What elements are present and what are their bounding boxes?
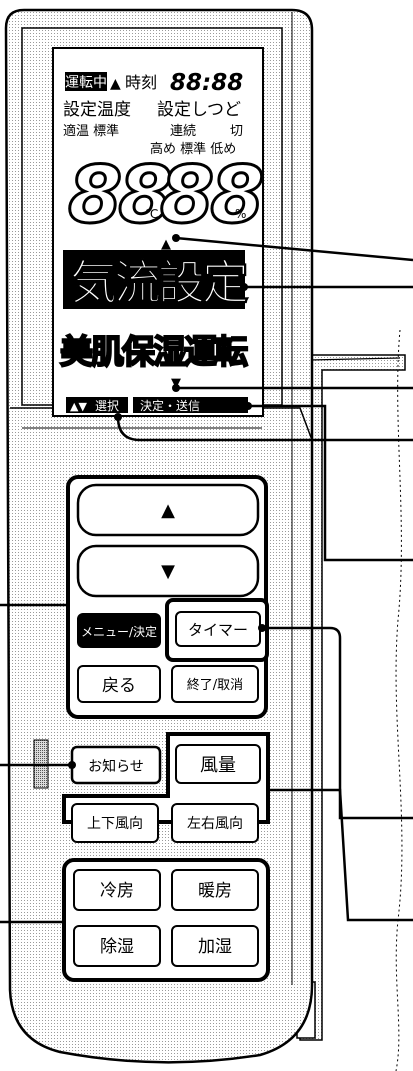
- hint-confirm-box: [133, 397, 248, 413]
- temperature-digits: 88: [68, 151, 170, 241]
- end-cancel-label: 終了/取消: [187, 677, 243, 693]
- set-humidity-label: 設定しつど: [157, 100, 241, 120]
- callout-dot: [172, 234, 180, 242]
- humidify-label: 加湿: [198, 937, 232, 957]
- lcd-screen: 運転中 ▲ 時刻 88:88 設定温度 設定しつど 適温 標準 連続 切 高め …: [52, 47, 268, 417]
- callout-dot: [244, 402, 252, 410]
- running-badge: [65, 72, 107, 91]
- fan-speed-label: 風量: [200, 755, 236, 776]
- clock-value: 88:88: [170, 70, 243, 96]
- heating-label: 暖房: [198, 881, 232, 901]
- horizontal-airflow-button[interactable]: 左右風向: [171, 803, 259, 843]
- callout-dot: [114, 413, 122, 421]
- temp-modes-label: 適温 標準: [63, 123, 119, 139]
- notify-button[interactable]: お知らせ: [70, 745, 162, 785]
- set-temp-label: 設定温度: [63, 100, 131, 120]
- callout-hint-confirm: [248, 404, 413, 562]
- mode-button-group: 冷房 暖房 除湿 加湿: [62, 858, 270, 982]
- running-badge-text: 運転中: [65, 75, 107, 91]
- temperature-unit: ℃: [145, 207, 158, 221]
- cooling-label: 冷房: [100, 881, 134, 901]
- menu-confirm-button[interactable]: メニュー/決定: [77, 613, 161, 648]
- dehumidify-button[interactable]: 除湿: [73, 925, 161, 967]
- down-arrow-icon: ▼: [161, 561, 175, 582]
- vertical-airflow-button[interactable]: 上下風向: [71, 803, 159, 843]
- callout-dot: [240, 283, 248, 291]
- humidity-modes-label: 高め 標準 低め: [150, 141, 236, 157]
- callout-airflow-group: [268, 788, 413, 922]
- clock-label: 時刻: [125, 73, 157, 92]
- menu-highlight-bar: [63, 250, 245, 309]
- clock-arrow-icon: ▲: [110, 76, 121, 92]
- dehumidify-label: 除湿: [100, 937, 134, 957]
- menu-item-text: 美肌保湿運転: [60, 332, 248, 371]
- humidity-unit: %: [235, 207, 246, 221]
- menu-highlight-text: 気流設定: [70, 256, 249, 311]
- callout-timer: [262, 626, 413, 820]
- vertical-airflow-label: 上下風向: [87, 816, 143, 832]
- back-label: 戻る: [102, 676, 136, 696]
- heating-button[interactable]: 暖房: [171, 869, 259, 911]
- down-button[interactable]: ▼: [76, 544, 260, 598]
- notify-label: お知らせ: [88, 758, 144, 775]
- nav-button-group: ▲ ▼ メニュー/決定 タイマー 戻る 終了/取消: [66, 475, 269, 719]
- fan-speed-button[interactable]: 風量: [175, 744, 261, 784]
- callout-dot: [68, 761, 76, 769]
- callout-scroll-up: [175, 236, 413, 262]
- off-label: 切: [230, 124, 243, 139]
- hint-select-arrows-icon: ▲▼: [70, 400, 87, 413]
- end-cancel-button[interactable]: 終了/取消: [171, 665, 259, 703]
- scroll-up-icon: ▲: [161, 237, 171, 252]
- horizontal-airflow-label: 左右風向: [187, 816, 243, 832]
- hint-confirm-text: 決定・送信: [140, 398, 200, 413]
- humidify-button[interactable]: 加湿: [171, 925, 259, 967]
- up-button[interactable]: ▲: [76, 483, 260, 537]
- hint-select-text: 選択: [95, 399, 119, 413]
- airflow-button-group: 風量 上下風向 左右風向: [62, 732, 270, 843]
- callout-dot: [258, 624, 266, 632]
- scroll-down-icon: ▼: [171, 376, 181, 391]
- menu-confirm-label: メニュー/決定: [81, 624, 157, 639]
- timer-button[interactable]: タイマー: [165, 598, 269, 662]
- timer-label: タイマー: [188, 621, 248, 639]
- callout-dot: [172, 384, 180, 392]
- continuous-label: 連続: [170, 124, 196, 139]
- back-button[interactable]: 戻る: [77, 665, 161, 703]
- up-arrow-icon: ▲: [161, 500, 175, 521]
- hint-select-box: [66, 397, 128, 413]
- callout-lines: [0, 234, 413, 924]
- humidity-digits: 88: [160, 151, 262, 241]
- cooling-button[interactable]: 冷房: [73, 869, 161, 911]
- callout-hint-select: [116, 416, 413, 442]
